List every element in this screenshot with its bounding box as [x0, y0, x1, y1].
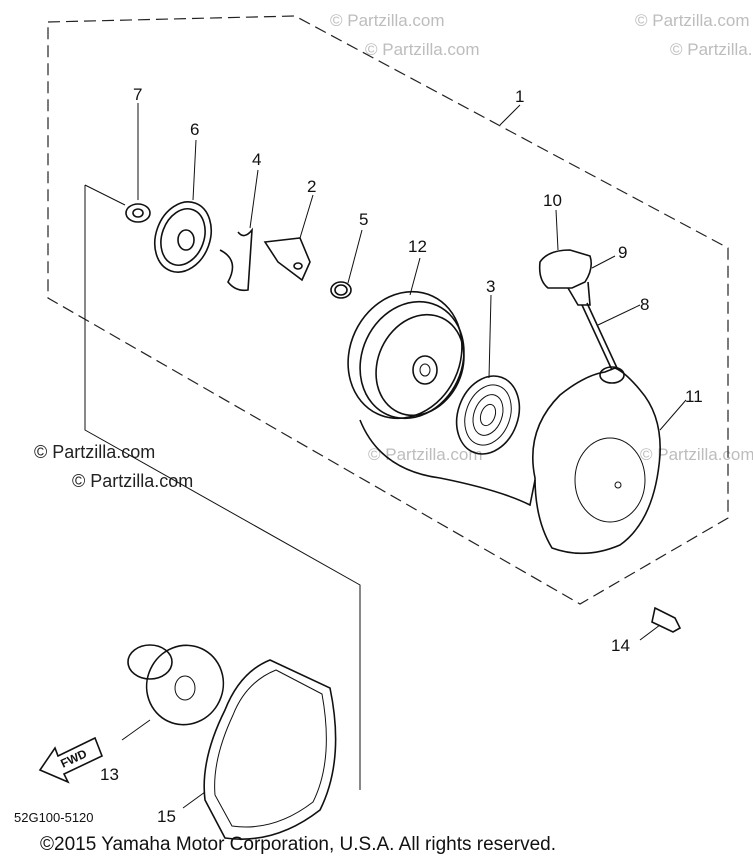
callout-7: 7 — [133, 85, 142, 104]
diagram-code: 52G100-5120 — [14, 810, 94, 825]
spring-clip-part-4 — [219, 169, 259, 292]
nut-part-7 — [125, 103, 151, 223]
callout-10: 10 — [543, 191, 562, 210]
callout-6: 6 — [190, 120, 199, 139]
spring-part-5 — [330, 229, 363, 299]
callout-11: 11 — [685, 387, 703, 406]
watermark-mid: © Partzilla.com — [368, 445, 483, 464]
fwd-label: FWD — [58, 746, 89, 770]
bolt-part-14 — [639, 606, 682, 641]
drive-plate-part-6 — [153, 139, 213, 273]
gasket-part-15 — [182, 659, 337, 840]
callout-3: 3 — [486, 277, 495, 296]
watermark-top-center-2: © Partzilla.com — [365, 40, 480, 59]
watermark-left: © Partzilla.com — [34, 442, 155, 462]
sub-frame-top — [84, 184, 126, 206]
callout-1: 1 — [515, 87, 524, 106]
recoil-rope — [359, 419, 536, 507]
drive-hub-part-13 — [121, 644, 225, 741]
copyright-footer: ©2015 Yamaha Motor Corporation, U.S.A. A… — [40, 834, 556, 855]
callout-8: 8 — [640, 295, 649, 314]
spiral-spring-part-3 — [455, 294, 521, 455]
watermark-top-right-2: © Partzilla.com — [670, 40, 753, 59]
starter-handle-part-10 — [538, 209, 616, 306]
callout-14: 14 — [611, 636, 630, 655]
pawl-part-2 — [263, 194, 314, 282]
sub-frame — [84, 185, 361, 790]
leader-part-1 — [499, 104, 521, 126]
callout-12: 12 — [408, 237, 427, 256]
callout-15: 15 — [157, 807, 176, 826]
callout-5: 5 — [359, 210, 368, 229]
callout-13: 13 — [100, 765, 119, 784]
rope-pulley-part-12 — [347, 257, 465, 420]
watermark-top-right: © Partzilla.com — [635, 11, 750, 30]
callout-4: 4 — [252, 150, 261, 169]
starter-rope-part-8 — [581, 302, 641, 371]
watermark-left-2: © Partzilla.com — [72, 471, 193, 491]
watermark-right: © Partzilla.com — [640, 445, 753, 464]
callout-2: 2 — [307, 177, 316, 196]
assembly-boundary — [47, 15, 729, 605]
watermark-top-center: © Partzilla.com — [330, 11, 445, 30]
starter-case-part-11 — [532, 366, 687, 555]
fwd-arrow-icon: FWD — [38, 736, 104, 784]
callout-9: 9 — [618, 243, 627, 262]
